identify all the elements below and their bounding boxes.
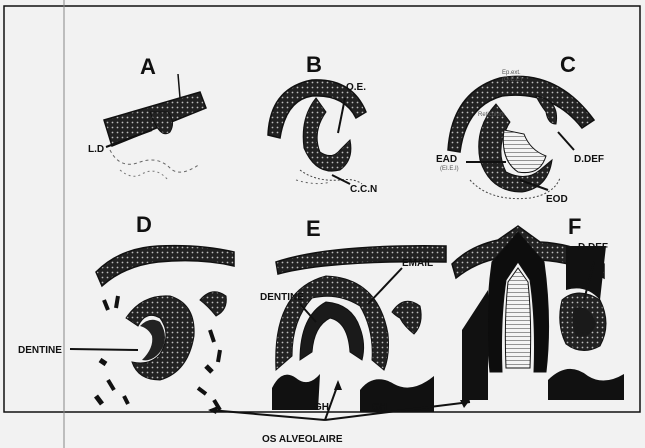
panel-b: B O.E. C.C.N xyxy=(268,52,377,195)
label-dentine-d: DENTINE xyxy=(18,345,62,356)
label-os-alveolaire: OS ALVEOLAIRE xyxy=(262,434,343,445)
label-ddef-c: D.DEF xyxy=(574,154,604,165)
panel-letter-b: B xyxy=(306,52,322,77)
pointer-oe xyxy=(338,98,345,133)
oral-epithelium-d xyxy=(96,246,234,286)
pulp-f xyxy=(505,268,530,368)
label-eod: EOD xyxy=(546,194,568,205)
enamel-organ-e xyxy=(276,276,389,370)
panel-a: A L.D xyxy=(88,54,206,180)
label-ld: L.D xyxy=(88,144,104,155)
pointer-email xyxy=(368,268,402,304)
permanent-germ-e xyxy=(392,301,421,334)
label-gh-2: GH xyxy=(372,402,387,413)
panel-letter-d: D xyxy=(136,212,152,237)
pointer-ddef-c xyxy=(558,132,574,150)
panel-d: D DENTINE xyxy=(18,212,234,410)
panel-c: C Ep.ext. (O.E.E) Reticulum D.DEF EAD (E… xyxy=(436,52,604,205)
label-epitext: Ep.ext. xyxy=(502,70,521,76)
panel-letter-c: C xyxy=(560,52,576,77)
panel-letter-e: E xyxy=(306,216,321,241)
permanent-germ-d xyxy=(200,292,226,316)
panel-letter-a: A xyxy=(140,54,156,79)
dentine-e xyxy=(300,302,364,360)
label-ccn: C.C.N xyxy=(350,184,377,195)
panel-letter-f: F xyxy=(568,214,581,239)
label-gh-1: GH xyxy=(314,402,329,413)
label-ead: EAD xyxy=(436,154,457,165)
panel-f: F D.DEF xyxy=(452,214,624,400)
panel-e: E DENTINE EMAIL GH GH xyxy=(260,216,446,413)
label-oe: O.E. xyxy=(346,82,366,93)
label-epitext2: (O.E.E) xyxy=(502,77,522,83)
label-dentine-e: DENTINE xyxy=(260,292,304,303)
pointer-dentine-d xyxy=(70,349,138,350)
label-email: EMAIL xyxy=(402,258,433,269)
label-ddef-f: D.DEF xyxy=(578,242,608,253)
label-eadsub: (EI.E.I) xyxy=(440,166,459,172)
label-reticulum: Reticulum xyxy=(478,112,505,118)
